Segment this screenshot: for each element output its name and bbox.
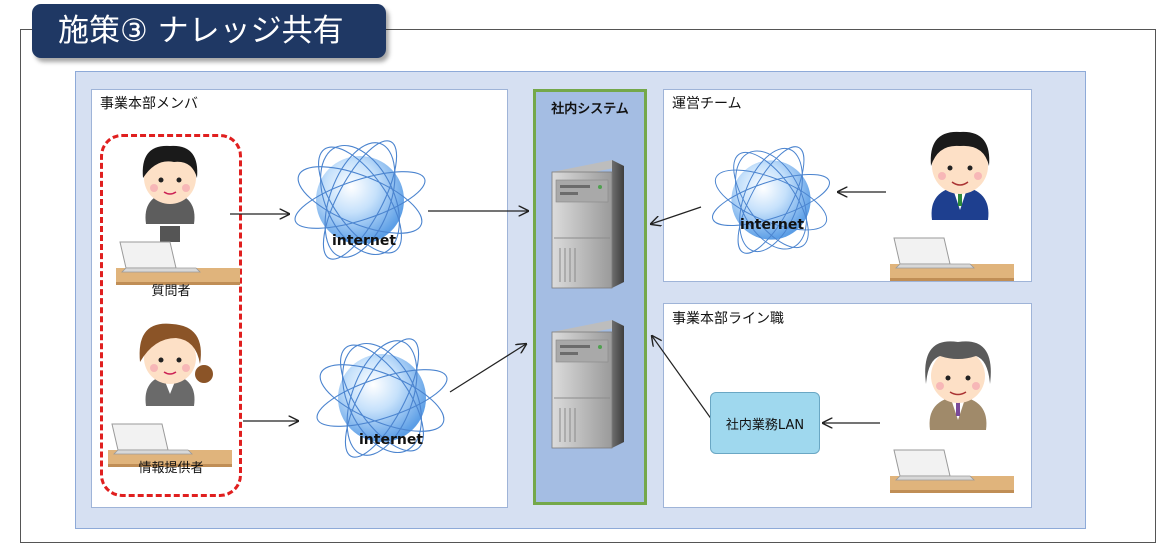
internet-label: internet bbox=[359, 432, 424, 448]
arrow-icon bbox=[449, 344, 526, 393]
server-icon bbox=[551, 159, 625, 289]
arrow-icon bbox=[652, 336, 713, 421]
member-group-outline bbox=[100, 134, 242, 497]
role-provider: 情報提供者 bbox=[138, 461, 204, 476]
globe-icon bbox=[706, 137, 836, 263]
internet-label: internet bbox=[740, 217, 805, 233]
internet-label: internet bbox=[332, 233, 397, 249]
person-at-laptop-icon bbox=[889, 131, 1015, 282]
page-title: 施策③ ナレッジ共有 bbox=[58, 13, 344, 49]
system-panel-label: 社内システム bbox=[551, 102, 629, 117]
panel-operations-label: 運営チーム bbox=[672, 96, 742, 112]
title-banner bbox=[32, 4, 386, 58]
server-icon bbox=[551, 319, 625, 449]
panel-line-staff-label: 事業本部ライン職 bbox=[672, 311, 784, 327]
panel-members-label: 事業本部メンバ bbox=[100, 96, 198, 112]
person-at-laptop-icon bbox=[115, 145, 241, 286]
lan-box: 社内業務LAN bbox=[710, 392, 820, 454]
person-at-laptop-icon bbox=[889, 341, 1015, 494]
person-at-laptop-icon bbox=[107, 323, 233, 468]
arrow-icon bbox=[651, 206, 702, 224]
diagram-frame bbox=[20, 29, 1156, 543]
role-questioner: 質問者 bbox=[151, 284, 191, 299]
